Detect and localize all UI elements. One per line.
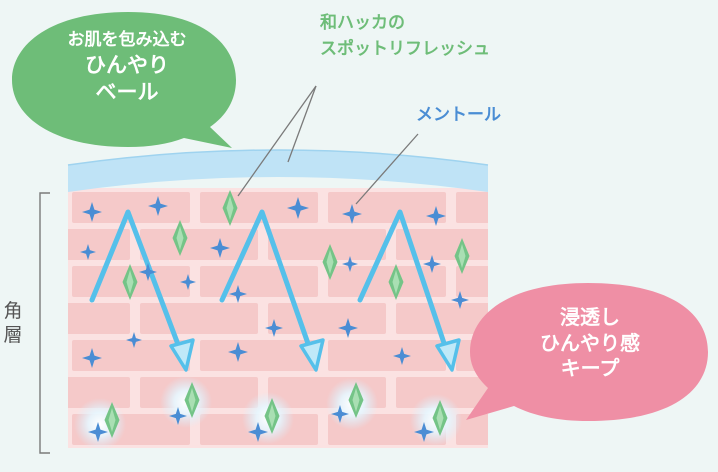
side-char-2: 層 (3, 323, 23, 346)
skin-cell (396, 451, 514, 472)
zigzag-arrow-2 (219, 209, 315, 358)
skin-layer (12, 188, 514, 472)
skin-cell (396, 303, 488, 334)
arrowhead-icon (435, 338, 461, 372)
skin-cell (140, 303, 258, 334)
penetration-arrows (89, 209, 451, 358)
skin-cell (328, 192, 446, 223)
skin-cells (12, 192, 514, 472)
arrowhead-icon (169, 338, 195, 372)
skin-cell (68, 303, 130, 334)
zigzag-arrow-1 (89, 209, 185, 358)
skin-cell (456, 192, 488, 223)
keep-line-2: ひんやり感 (540, 330, 640, 355)
leader-lines (237, 85, 419, 205)
skin-cell (396, 377, 488, 408)
skin-cell (72, 340, 190, 371)
skin-cell (328, 340, 446, 371)
keep-bubble-text: 浸透し ひんやり感 キープ (500, 305, 680, 382)
skin-cell (456, 266, 488, 297)
skin-cell (200, 340, 318, 371)
skin-cell (456, 414, 488, 445)
keep-line-3: キープ (560, 356, 620, 381)
mint-line-1: 和ハッカの (320, 13, 405, 33)
skin-cell (68, 377, 130, 408)
veil-speech-bubble (12, 12, 236, 148)
arrowheads (169, 338, 461, 372)
side-char-1: 角 (3, 300, 23, 322)
keep-speech-bubble (466, 283, 708, 421)
cool-veil-layer (68, 150, 488, 192)
leader-mint-2 (287, 85, 317, 163)
menthol-label: メントール (416, 105, 501, 125)
skin-cell (140, 229, 258, 260)
mint-line-2: スポットリフレッシュ (320, 39, 490, 60)
skin-cell (268, 303, 386, 334)
veil-line-3: ベール (95, 79, 159, 104)
skin-cell (268, 229, 386, 260)
stratum-corneum-label: 角 層 (2, 300, 24, 348)
veil-line-1: お肌を包み込む (67, 30, 187, 50)
skin-cell (140, 451, 258, 472)
mint-label: 和ハッカの スポットリフレッシュ (320, 10, 490, 63)
skin-cell (328, 266, 446, 297)
zigzag-arrow-3 (357, 209, 451, 358)
leader-mint-1 (237, 85, 317, 197)
skin-cell (200, 266, 318, 297)
veil-line-2: ひんやり (85, 52, 169, 77)
stratum-bracket (39, 192, 50, 454)
skin-cell (12, 451, 130, 472)
arrowhead-icon (299, 338, 325, 372)
veil-edge (67, 149, 489, 166)
veil-bubble-text: お肌を包み込む ひんやり ベール (22, 30, 232, 106)
glow-dot-icon (74, 398, 126, 450)
leader-menthol (355, 133, 419, 205)
skin-cell (268, 451, 386, 472)
skin-cell (72, 192, 190, 223)
keep-line-1: 浸透し (560, 305, 620, 329)
